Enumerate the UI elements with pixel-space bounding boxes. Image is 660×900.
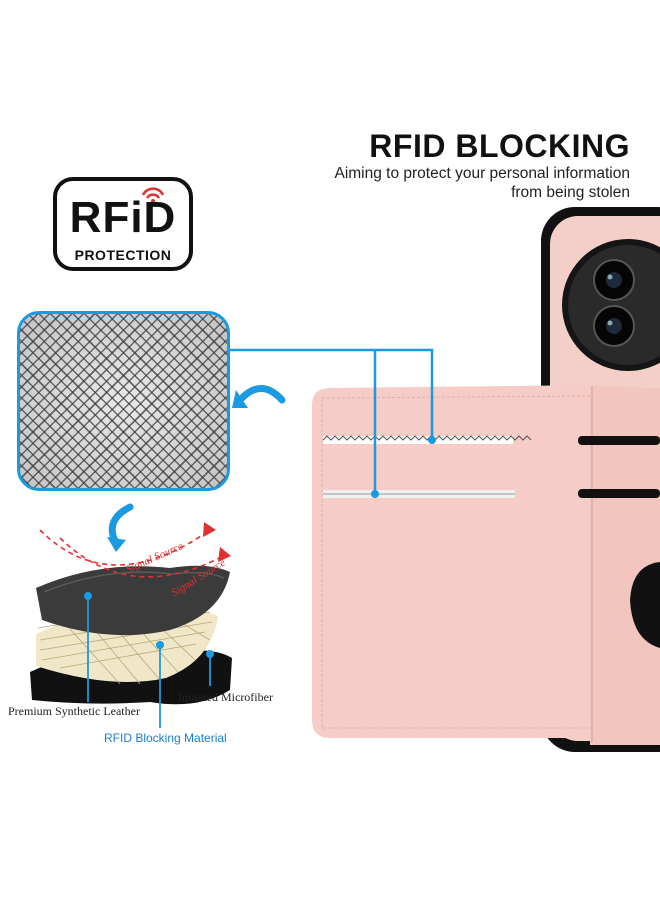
connector-lines [230, 348, 434, 494]
rfid-mesh-callout [17, 311, 230, 491]
badge-logo-word: RFiD [69, 193, 177, 242]
layer-stack [30, 565, 232, 705]
signal-arrowhead-1-icon [203, 522, 216, 537]
badge-caption: PROTECTION [74, 247, 172, 263]
signal-arrowhead-2-icon [218, 547, 231, 562]
wireless-signal-icon [141, 187, 165, 203]
label-rfid-blocking-material: RFID Blocking Material [104, 731, 227, 745]
page-subtitle-line-2: from being stolen [511, 184, 630, 201]
mesh-marker-dot [156, 641, 164, 649]
arrowhead-down-icon [107, 537, 126, 552]
page-title: RFID BLOCKING [369, 128, 630, 164]
card-slot-top [322, 435, 532, 444]
label-premium-synthetic-leather: Premium Synthetic Leather [8, 704, 140, 718]
card-slot-bottom [323, 490, 515, 498]
page-subtitle-line-1: Aiming to protect your personal informat… [334, 165, 630, 182]
curved-arrow-down-icon [108, 503, 134, 547]
leather-layer [36, 565, 230, 636]
camera-module-icon [562, 239, 660, 371]
label-imitated-microfiber: Imitated Microfiber [178, 690, 273, 704]
wallet-flap [312, 385, 660, 745]
rfid-protection-badge: RFiD PROTECTION [53, 177, 193, 271]
microfiber-marker-dot [206, 650, 214, 658]
signal-arrows [39, 529, 226, 578]
curved-arrow-left-icon [238, 385, 286, 404]
arrowhead-left-icon [232, 390, 248, 408]
card-slot-right-top [578, 436, 660, 445]
leather-marker-dot [84, 592, 92, 600]
connector-dot-bottom [371, 490, 379, 498]
card-slot-right-bottom [578, 489, 660, 498]
label-leader-lines [87, 596, 211, 728]
wallet-clasp [630, 562, 660, 648]
connector-dot-top [428, 436, 436, 444]
